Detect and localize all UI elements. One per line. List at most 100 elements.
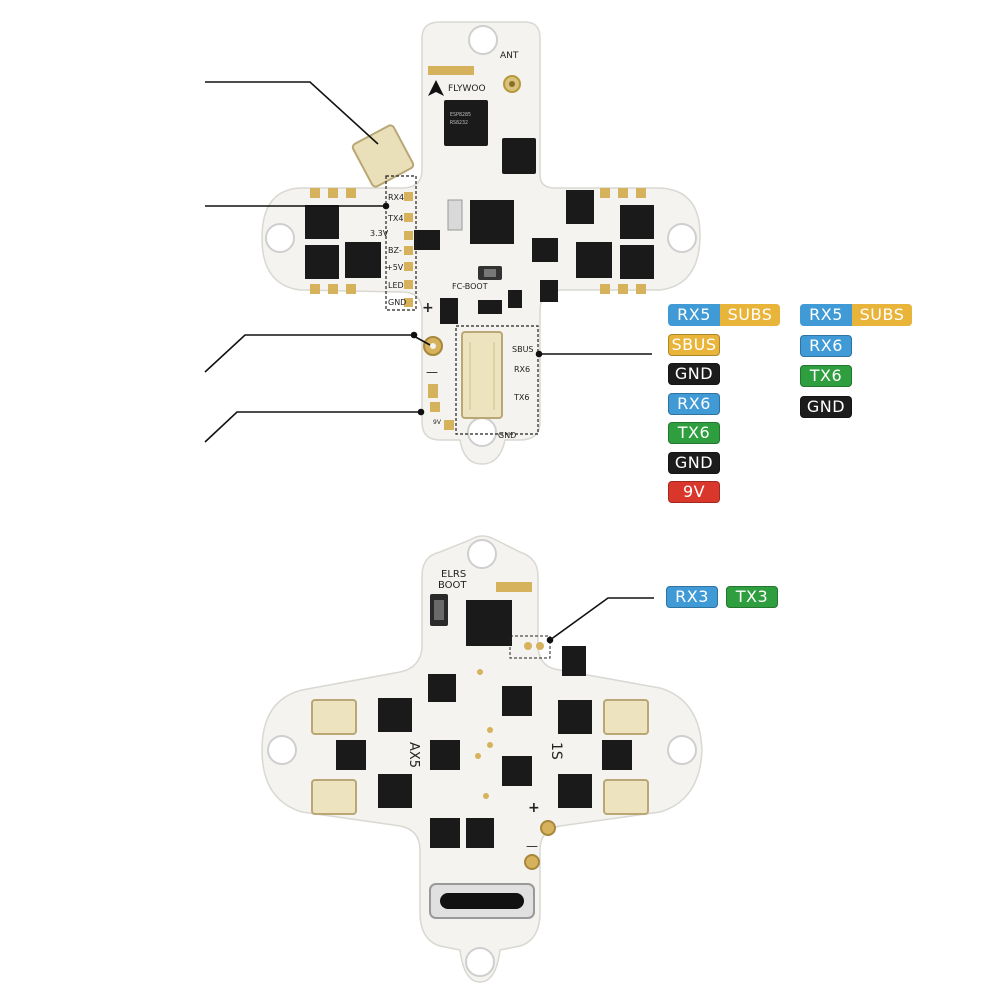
battery-pad-minus xyxy=(524,854,540,870)
top-board: FLYWOO ANT ESP8285 RS8232 xyxy=(261,21,701,465)
elrs-antenna-strip xyxy=(496,582,532,592)
rx-chip xyxy=(444,100,488,146)
pad-led xyxy=(404,280,413,289)
legend-pill-part: RX5 xyxy=(668,304,720,326)
ant-label: ANT xyxy=(500,51,519,61)
mount-hole xyxy=(465,947,495,977)
top-leader-lines xyxy=(204,81,652,443)
legend-pill-9v: 9V xyxy=(668,481,720,503)
mosfet xyxy=(430,818,460,848)
elrs-chip xyxy=(466,600,512,646)
pad-bz xyxy=(404,246,413,255)
mosfet xyxy=(566,190,594,224)
motor-pad xyxy=(618,188,628,198)
legend-pill-tx6: TX6 xyxy=(668,422,720,444)
gyro-chip xyxy=(532,238,558,262)
leader-rx3-tx3 xyxy=(549,597,654,641)
mount-hole xyxy=(467,417,497,447)
aux-chip xyxy=(502,138,536,174)
silk-connector-gnd: GND xyxy=(498,431,516,440)
bottom-minus-label: — xyxy=(526,839,538,853)
ax5-label: AX5 xyxy=(406,742,421,768)
silk-plus: + xyxy=(422,300,434,316)
mosfet xyxy=(336,740,366,770)
bottom-board-outline xyxy=(261,535,703,983)
brand-stripe xyxy=(428,66,474,75)
mosfet xyxy=(620,245,654,279)
motor-pad xyxy=(618,284,628,294)
power-pad-minus xyxy=(428,384,438,398)
pad-3v3 xyxy=(404,231,413,240)
capacitor xyxy=(508,290,522,308)
motor-pad xyxy=(600,284,610,294)
silk-minus: — xyxy=(426,365,438,379)
mosfet xyxy=(305,205,339,239)
svg-text:ESP8285: ESP8285 xyxy=(450,112,471,118)
fc-boot-button-cap xyxy=(484,269,496,277)
svg-text:RS8232: RS8232 xyxy=(450,120,468,126)
silk-gnd: GND xyxy=(388,298,406,307)
motor-pad xyxy=(328,284,338,294)
mosfet xyxy=(466,818,494,848)
mcu-chip xyxy=(470,200,514,244)
motor-connector xyxy=(311,699,357,735)
sbus-connector xyxy=(461,331,503,419)
pad-rx4 xyxy=(404,192,413,201)
mount-hole xyxy=(267,735,297,765)
leader-power-plus xyxy=(204,334,431,373)
pad-9v-gnd xyxy=(444,420,454,430)
receiver-connector xyxy=(351,124,415,188)
capacitor xyxy=(478,300,502,314)
silk-sbus: SBUS xyxy=(512,345,534,354)
pad-rx3 xyxy=(524,642,532,650)
brand-label: FLYWOO xyxy=(448,84,486,94)
mount-hole xyxy=(667,223,697,253)
mosfet xyxy=(602,740,632,770)
bottom-board: ELRS BOOT AX5 1S + — xyxy=(261,535,703,983)
legend-pill-rx6: RX6 xyxy=(800,334,852,357)
legend-pill-gnd: GND xyxy=(668,451,720,474)
mosfet xyxy=(558,700,592,734)
one-s-label: 1S xyxy=(548,742,564,760)
battery-pad-plus xyxy=(540,820,556,836)
pad-column-outline xyxy=(385,175,417,311)
legend-pill-gnd: GND xyxy=(800,395,852,418)
motor-pad xyxy=(636,188,646,198)
legend-pill-rx3: RX3 xyxy=(666,586,718,608)
mosfet xyxy=(558,774,592,808)
elrs-label: ELRS xyxy=(441,569,466,580)
esc-chip xyxy=(430,740,460,770)
small-chip xyxy=(562,646,586,676)
sbus-connector-outline xyxy=(455,325,539,435)
mosfet xyxy=(576,242,612,278)
boot-label: BOOT xyxy=(438,580,467,591)
mount-hole xyxy=(467,539,497,569)
mosfet xyxy=(620,205,654,239)
leader-power-minus xyxy=(204,411,420,443)
silk-bz: BZ- xyxy=(388,246,402,255)
esc-chip xyxy=(502,686,532,716)
fc-boot-label: FC-BOOT xyxy=(452,282,488,291)
esc-chip xyxy=(428,674,456,702)
motor-pad xyxy=(600,188,610,198)
silk-tx4: TX4 xyxy=(387,214,403,223)
mount-hole xyxy=(667,735,697,765)
motor-pad xyxy=(346,188,356,198)
mosfet xyxy=(378,774,412,808)
motor-connector xyxy=(603,699,649,735)
pad-gnd xyxy=(404,298,413,307)
bottom-leader-lines xyxy=(546,597,654,644)
mosfet xyxy=(378,698,412,732)
capacitor xyxy=(540,280,558,302)
brand-arrow-icon xyxy=(428,80,444,96)
motor-pad xyxy=(328,188,338,198)
legend-pill-part: SUBS xyxy=(852,304,912,326)
motor-connector xyxy=(603,779,649,815)
crystal xyxy=(447,199,463,231)
leader-receiver-connector xyxy=(205,81,379,145)
silk-9v: 9V xyxy=(433,419,442,426)
